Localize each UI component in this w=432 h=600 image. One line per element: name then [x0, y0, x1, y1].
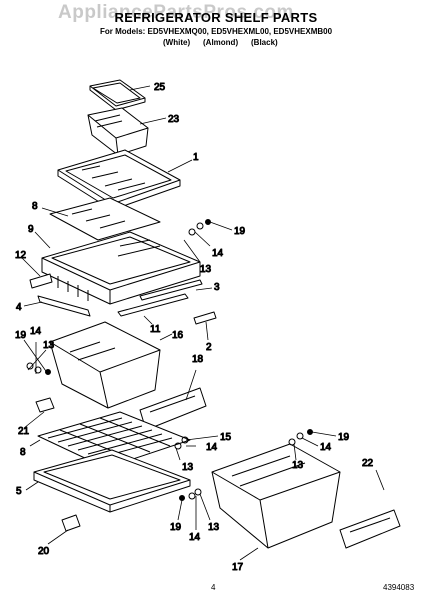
callout-15: 15	[220, 432, 232, 443]
page-number: 4	[211, 583, 216, 592]
callout-5: 5	[16, 486, 22, 497]
part-17-drawer	[211, 443, 341, 549]
callout-4: 4	[16, 302, 22, 313]
part-5-lower-frame	[33, 449, 191, 513]
part-21-label	[35, 397, 55, 413]
callout-14-b: 14	[30, 326, 42, 337]
callout-3: 3	[214, 282, 220, 293]
callout-14-c: 14	[206, 442, 218, 453]
callout-13-b: 13	[43, 340, 55, 351]
callout-13-c: 13	[182, 462, 194, 473]
callout-8-upper: 8	[32, 201, 38, 212]
part-12-bracket	[29, 273, 53, 289]
callout-14-d: 14	[320, 442, 332, 453]
variant-black: (Black)	[251, 38, 278, 47]
callout-23: 23	[168, 114, 180, 125]
callout-13-d: 13	[292, 460, 304, 471]
callout-8-lower: 8	[20, 447, 26, 458]
leader-lines	[21, 85, 385, 561]
part-4-trim	[37, 295, 91, 317]
part-11-rail	[117, 293, 189, 317]
part-8-glass-lower	[37, 411, 191, 469]
callout-19-d: 19	[170, 522, 182, 533]
callout-12: 12	[15, 250, 27, 261]
part-3-rail	[139, 279, 203, 301]
hardware-screws	[45, 219, 313, 501]
callout-11: 11	[150, 324, 161, 335]
callout-1: 1	[193, 152, 199, 163]
part-20-clip	[61, 514, 81, 532]
callout-17: 17	[232, 562, 244, 573]
part-16-crisper-drawer	[49, 321, 161, 409]
document-number: 4394083	[383, 583, 415, 592]
watermark: AppliancePartsPros.com	[58, 2, 294, 23]
callout-2: 2	[206, 342, 212, 353]
callout-16: 16	[172, 330, 184, 341]
callout-13-e: 13	[208, 522, 220, 533]
part-23-tray	[87, 107, 149, 156]
callout-20: 20	[38, 546, 50, 557]
callout-22: 22	[362, 458, 374, 469]
variant-white: (White)	[163, 38, 191, 47]
callout-19-a: 19	[234, 226, 246, 237]
callout-9: 9	[28, 224, 34, 235]
part-9-crisper-frame	[41, 231, 201, 305]
variant-almond: (Almond)	[203, 38, 239, 47]
part-22-drawer-front	[339, 509, 401, 549]
callout-21: 21	[18, 426, 30, 437]
callout-14-a: 14	[212, 248, 224, 259]
part-2-clip	[193, 311, 217, 325]
page-title: REFRIGERATOR SHELF PARTS	[114, 10, 318, 25]
callout-19-c: 19	[338, 432, 350, 443]
callout-25: 25	[154, 82, 166, 93]
part-25-lid	[89, 79, 146, 111]
part-8-glass-upper	[49, 197, 161, 241]
callout-13-a: 13	[200, 264, 212, 275]
part-1-shelf	[57, 149, 181, 211]
callout-18: 18	[192, 354, 204, 365]
callout-14-e: 14	[189, 532, 201, 543]
callout-19-b: 19	[15, 330, 27, 341]
model-list: For Models: ED5VHEXMQ00, ED5VHEXML00, ED…	[99, 27, 333, 36]
